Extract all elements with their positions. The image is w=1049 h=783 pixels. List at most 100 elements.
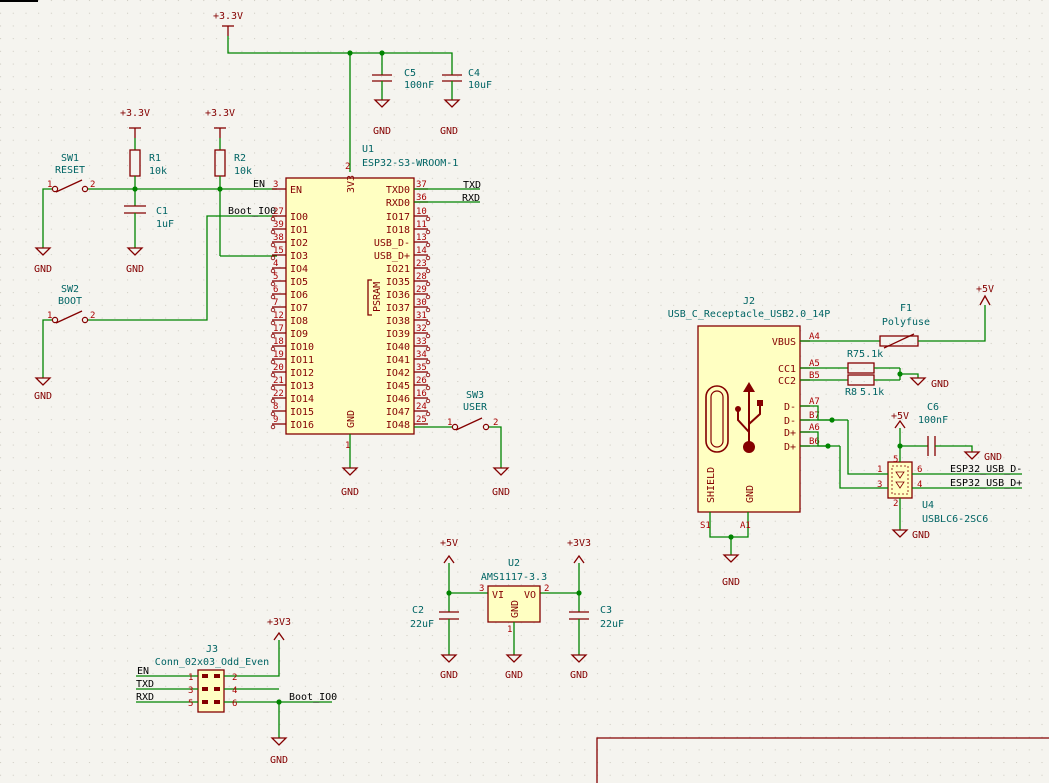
no-connect-mark [425,229,431,235]
polyfuse-f1[interactable]: F1 Polyfuse [800,303,986,349]
pin-num: 5 [893,455,898,465]
no-connect-mark [270,385,276,391]
capacitor-c3[interactable]: C3 22uF [569,593,624,655]
power-3v3-top[interactable]: +3.3V [213,11,243,36]
power-3v3-r2[interactable]: +3.3V [205,108,235,138]
regulator-u2[interactable]: U2 AMS1117-3.3 VI VO GND 3 2 1 [479,558,549,655]
power-5v-u2-label: +5V [440,538,458,549]
gnd-symbol: GND [126,247,144,275]
no-connect-mark [270,372,276,378]
pin-num: 1 [188,673,193,683]
power-5v-f1[interactable]: +5V [976,284,994,306]
no-connect-mark [270,307,276,313]
u1-pin-label: IO11 [290,355,314,366]
pin-num: 39 [273,220,284,230]
no-connect-mark [270,411,276,417]
gnd-symbol: GND [270,737,288,766]
capacitor-c4[interactable]: C4 10uF [442,68,492,100]
power-3v3-u2[interactable]: +3V3 [567,538,591,564]
power-3v3-r1[interactable]: +3.3V [120,108,150,138]
j2-pin-label: CC1 [778,364,796,375]
u1-left-pins: EN3IO027IO139IO238IO315IO44IO55IO66IO77I… [270,180,314,431]
no-connect-mark [425,216,431,222]
f1-ref: F1 [900,303,912,314]
gnd-symbol: GND [373,99,391,137]
junction [825,443,831,449]
u2-ref: U2 [508,558,520,569]
u2-vo-label: VO [524,590,536,601]
pin-num: 29 [416,285,427,295]
net-label-usb-dp: ESP32_USB_D+ [950,478,1022,489]
no-connect-mark [270,281,276,287]
no-connect-mark [425,307,431,313]
power-3v3-j3[interactable]: +3V3 [267,617,291,641]
pin-num: 35 [416,363,427,373]
capacitor-c6[interactable]: C6 100nF [918,402,973,456]
no-connect-mark [425,372,431,378]
power-5v-label: +5V [976,284,994,295]
u1-pin-label: IO7 [290,303,308,314]
pin-num: 2 [232,673,237,683]
pin-num: 12 [273,311,284,321]
wire-dm [847,420,876,475]
u1-pin-label: IO36 [386,290,410,301]
no-connect-mark [425,398,431,404]
no-connect-mark [425,320,431,326]
pin-num: 4 [232,686,237,696]
pin-num: 3 [273,180,278,190]
f1-value: Polyfuse [882,317,930,328]
j2-pin-label: D- [784,402,796,413]
u1-pin-label: IO46 [386,394,410,405]
module-u1[interactable]: U1 ESP32-S3-WROOM-1 3V3 2 GND 1 PSRAM EN… [270,144,458,451]
pin-num: 3 [479,584,484,594]
net-label-usb-dm: ESP32_USB_D- [950,464,1022,475]
pin-num: 1 [47,180,52,190]
junction [897,371,903,377]
gnd-symbol: GND [341,467,359,498]
u2-value: AMS1117-3.3 [481,572,547,583]
u1-pin-label: IO16 [290,420,314,431]
pin-num: 16 [416,389,427,399]
u4-value: USBLC6-2SC6 [922,514,988,525]
capacitor-c2[interactable]: C2 22uF [410,593,459,655]
j2-pin-label: CC2 [778,376,796,387]
junction [829,417,835,423]
pin-num: 14 [416,246,427,256]
no-connect-mark [270,255,276,261]
pin-num: A5 [809,359,820,369]
j2-ref: J2 [743,296,755,307]
u1-pin-label: IO37 [386,303,410,314]
connector-j3[interactable]: J3 Conn_02x03_Odd_Even 1 2 3 4 5 6 [136,644,269,713]
usb-c-connector-j2[interactable]: J2 USB_C_Receptacle_USB2.0_14P SHIELD GN… [668,296,831,513]
gnd-label: GND [341,487,359,498]
net-label-txd: TXD [463,180,481,191]
net-label-en: EN [253,179,265,190]
gnd-symbol: GND [570,654,588,681]
sw2-value: BOOT [58,296,82,307]
gnd-label: GND [34,264,52,275]
u1-pin-label: IO17 [386,212,410,223]
pin-num: 2 [90,311,95,321]
u1-pin-label: IO14 [290,394,314,405]
pin-num: 13 [416,233,427,243]
gnd-label: GND [570,670,588,681]
capacitor-c1[interactable]: C1 1uF [124,205,174,248]
capacitor-c5[interactable]: C5 100nF [372,68,434,100]
pin-num: 2 [90,180,95,190]
switch-sw2[interactable]: SW2 BOOT 1 2 [42,215,277,378]
pin-num: S1 [700,521,711,531]
gnd-label: GND [722,577,740,588]
u1-pin-label: IO48 [386,420,410,431]
switch-sw3[interactable]: SW3 USER 1 2 [414,390,502,468]
u1-pin-label: IO38 [386,316,410,327]
resistor-r7[interactable]: R75.1k [800,349,900,374]
power-5v-u2[interactable]: +5V [440,538,458,564]
pin-num: 1 [47,311,52,321]
c6-value: 100nF [918,415,948,426]
switch-sw1[interactable]: SW1 RESET 1 2 [42,153,277,248]
pin-num: 17 [273,324,284,334]
power-5v-u4[interactable]: +5V [891,411,909,429]
u1-value: ESP32-S3-WROOM-1 [362,158,458,169]
